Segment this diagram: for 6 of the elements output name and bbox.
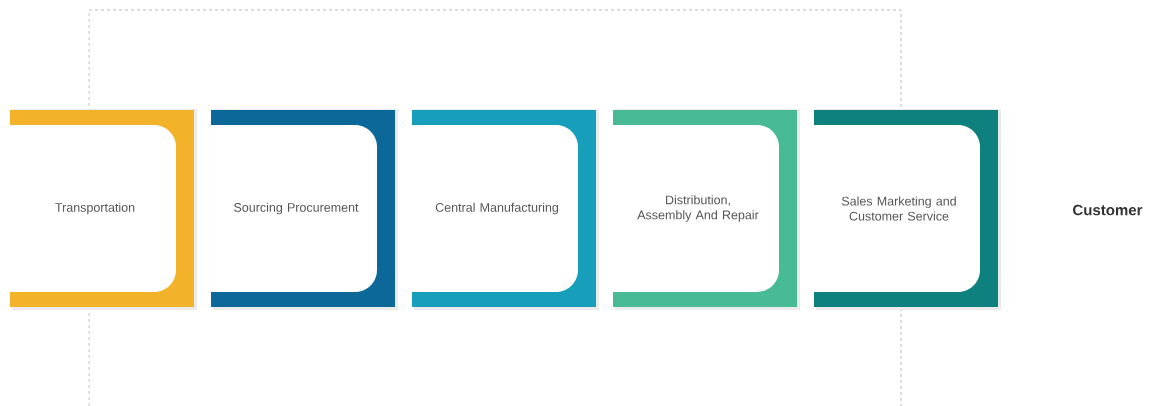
process-box: Distribution, Assembly And Repair: [613, 109, 800, 310]
process-box: Central Manufacturing: [412, 109, 599, 310]
process-box: Sourcing Procurement: [211, 109, 398, 310]
label-text: Customer: [1073, 204, 1143, 216]
process-box: Transportation: [10, 109, 197, 310]
process-box: Sales Marketing and Customer Service: [814, 109, 1001, 310]
